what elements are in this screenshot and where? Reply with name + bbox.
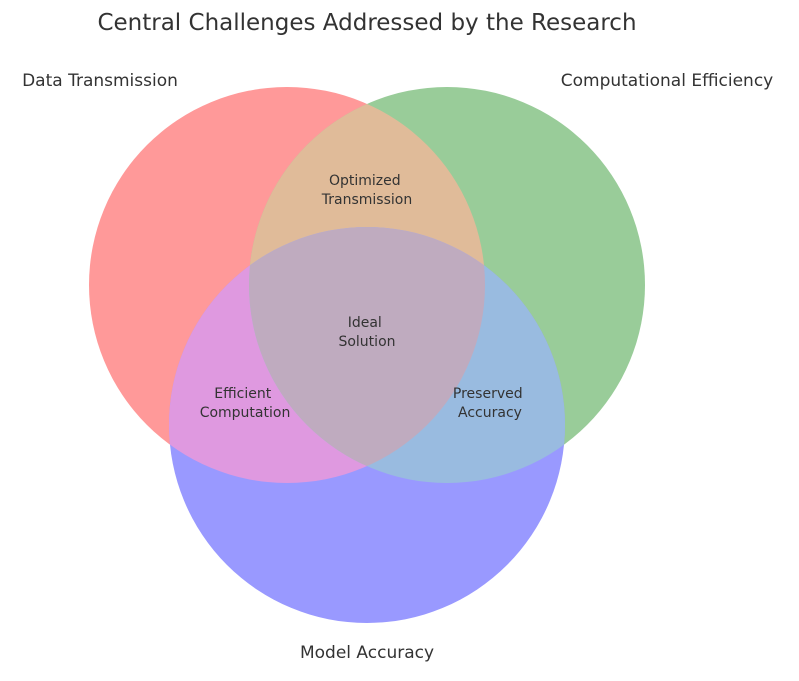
region-label-ideal-solution: Ideal Solution — [338, 315, 395, 350]
region-label-efficient-computation: Efficient Computation — [200, 386, 291, 421]
region-label-line: Optimized — [329, 173, 401, 189]
region-label-line: Computation — [200, 405, 291, 421]
region-label-line: Transmission — [321, 192, 412, 208]
region-label-line: Efficient — [214, 386, 271, 402]
region-label-line: Accuracy — [458, 405, 522, 421]
region-label-preserved-accuracy: Preserved Accuracy — [453, 386, 527, 421]
diagram-title: Central Challenges Addressed by the Rese… — [97, 10, 636, 36]
region-label-line: Preserved — [453, 386, 523, 402]
set-label-accuracy: Model Accuracy — [300, 643, 434, 663]
region-all-three — [249, 227, 485, 483]
set-label-transmission: Data Transmission — [22, 71, 178, 91]
region-label-optimized-transmission: Optimized Transmission — [321, 173, 412, 208]
set-label-efficiency: Computational Efficiency — [561, 71, 773, 91]
region-label-line: Solution — [338, 334, 395, 350]
region-label-line: Ideal — [348, 315, 382, 331]
